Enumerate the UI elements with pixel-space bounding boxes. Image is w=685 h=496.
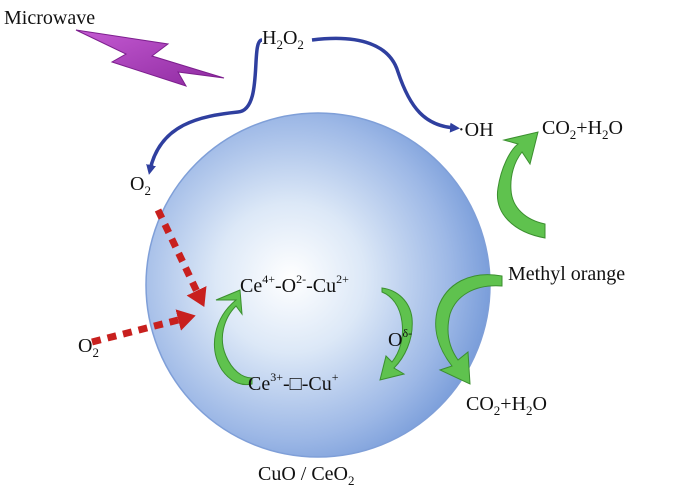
label-o2-lower: O2 — [78, 335, 99, 360]
label-h2o2: H2O2 — [262, 27, 304, 52]
label-co2-h2o-top: CO2+H2O — [542, 117, 623, 142]
microwave-bolt-icon — [75, 29, 225, 87]
label-catalyst: CuO / CeO2 — [258, 463, 355, 488]
label-oh-radical: ·OH — [458, 119, 494, 141]
arrow-o2-upper — [154, 208, 207, 308]
green-arrow-oh-oxidation — [496, 131, 546, 239]
label-co2-h2o-bottom: CO2+H2O — [466, 393, 547, 418]
label-o-delta: Oδ- — [388, 326, 412, 351]
label-o2-upper: O2 — [130, 173, 151, 198]
green-arrow-methyl-orange — [435, 274, 503, 385]
arrow-o2-lower — [91, 309, 196, 346]
green-arrow-reduction — [379, 287, 413, 381]
label-ce3-complex: Ce3+-□-Cu+ — [248, 370, 339, 395]
label-ce4-complex: Ce4+-O2--Cu2+ — [240, 272, 349, 297]
arrow-h2o2-to-oh — [311, 36, 460, 133]
label-microwave: Microwave — [4, 7, 95, 29]
green-arrow-left-cycle — [214, 289, 253, 386]
label-methyl-orange: Methyl orange — [508, 263, 625, 285]
arrow-h2o2-to-o2 — [146, 38, 263, 175]
